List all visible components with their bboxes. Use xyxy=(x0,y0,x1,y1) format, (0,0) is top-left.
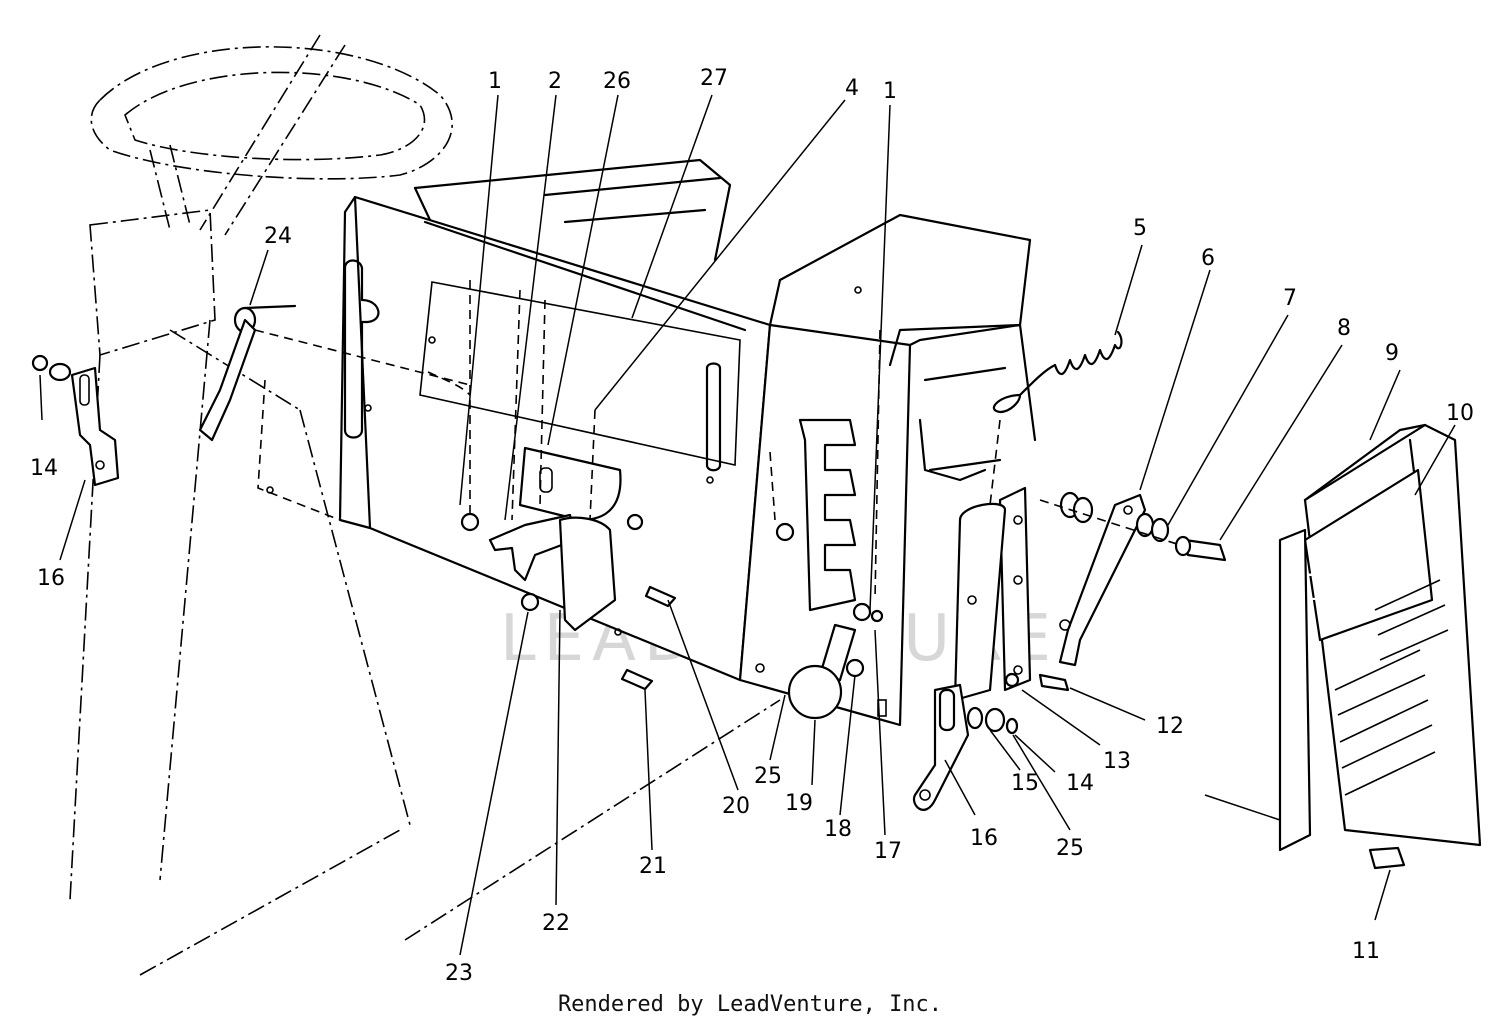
callout-17: 17 xyxy=(874,839,902,864)
callout-25a: 25 xyxy=(1056,836,1084,861)
side-housing xyxy=(738,213,1037,727)
callout-21: 21 xyxy=(639,854,667,879)
callout-16a: 16 xyxy=(37,566,65,591)
callout-6: 6 xyxy=(1201,246,1215,271)
callout-12: 12 xyxy=(1156,714,1184,739)
lower-bracket xyxy=(912,672,1070,811)
callout-labels: 1 2 26 27 4 1 5 6 7 8 9 10 24 14 16 12 1… xyxy=(30,66,1474,986)
callout-26: 26 xyxy=(603,69,631,94)
callout-1a: 1 xyxy=(488,69,502,94)
callout-27: 27 xyxy=(700,66,728,91)
pivot-bracket xyxy=(953,486,1032,702)
callout-7: 7 xyxy=(1283,286,1297,311)
callout-15: 15 xyxy=(1011,771,1039,796)
washer-stack xyxy=(1039,491,1227,562)
callout-20: 20 xyxy=(722,794,750,819)
footer-credit: Rendered by LeadVenture, Inc. xyxy=(557,992,943,1017)
callout-23: 23 xyxy=(445,961,473,986)
left-pivot-parts xyxy=(31,304,471,487)
shift-lever xyxy=(787,623,857,720)
callout-14a: 14 xyxy=(30,456,58,481)
lever-arm xyxy=(1058,493,1147,667)
tension-spring xyxy=(992,330,1123,414)
cover-decal-text: TO xyxy=(1305,567,1363,609)
leader-lines xyxy=(39,94,1456,956)
callout-22: 22 xyxy=(542,911,570,936)
callout-11: 11 xyxy=(1352,939,1380,964)
callout-24: 24 xyxy=(264,224,292,249)
callout-4: 4 xyxy=(845,76,859,101)
steering-wheel-phantom xyxy=(69,34,781,976)
callout-9: 9 xyxy=(1385,341,1399,366)
callout-19: 19 xyxy=(785,791,813,816)
callout-18: 18 xyxy=(824,817,852,842)
callout-5: 5 xyxy=(1133,216,1147,241)
callout-2: 2 xyxy=(548,69,562,94)
panel-hardware xyxy=(460,280,1001,691)
callout-25b: 25 xyxy=(754,764,782,789)
callout-10: 10 xyxy=(1446,401,1474,426)
callout-1b: 1 xyxy=(883,79,897,104)
callout-13: 13 xyxy=(1103,749,1131,774)
side-cover-panel: TO xyxy=(1204,423,1482,870)
callout-16b: 16 xyxy=(970,826,998,851)
callout-8: 8 xyxy=(1337,316,1351,341)
rear-upper-housing xyxy=(413,158,732,262)
callout-14b: 14 xyxy=(1066,771,1094,796)
control-panel xyxy=(257,195,772,682)
